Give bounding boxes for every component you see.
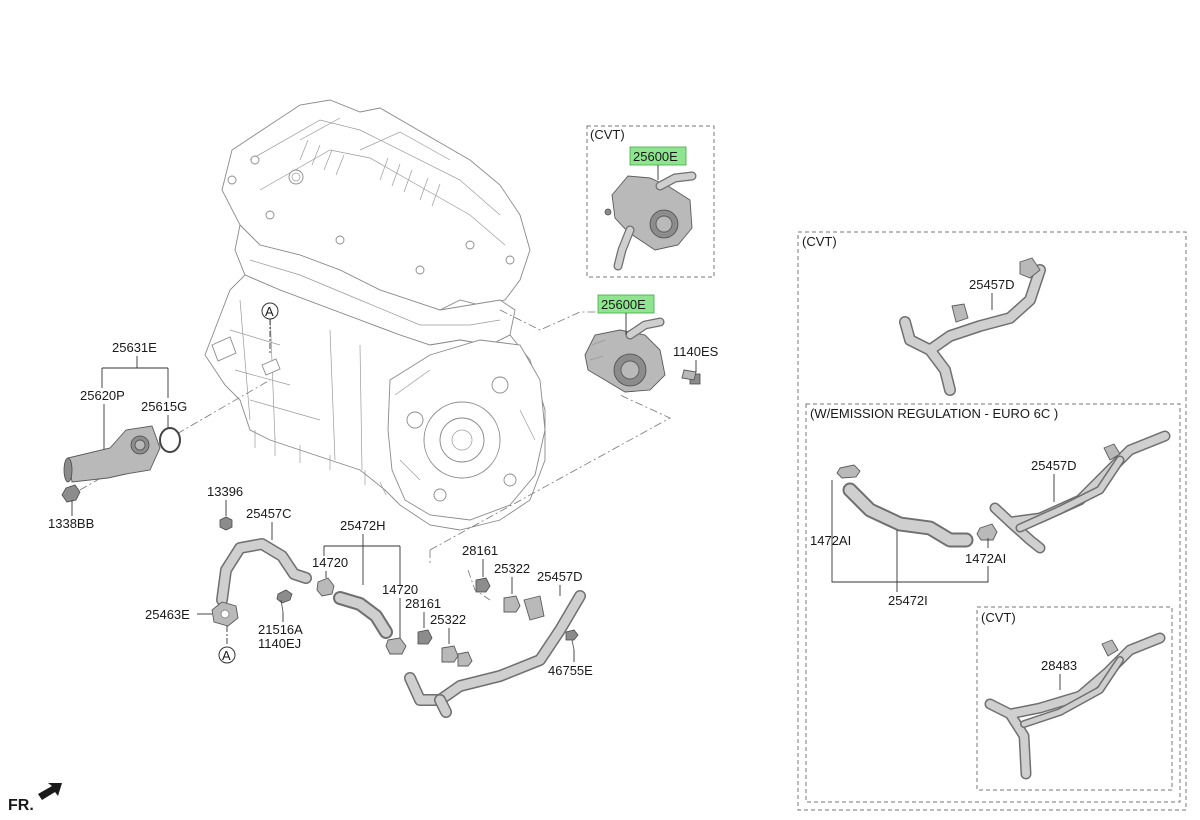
label-28483[interactable]: 28483 <box>1041 658 1077 673</box>
label-46755E[interactable]: 46755E <box>548 663 593 678</box>
thermostat-housing-illustration <box>61 425 181 503</box>
label-25463E[interactable]: 25463E <box>145 607 190 622</box>
hose-25472H-illustration <box>333 591 393 639</box>
bracket-25631E <box>101 356 169 398</box>
label-25457D-euro[interactable]: 25457D <box>1031 458 1077 473</box>
clamp-14720-b-illustration <box>385 637 407 655</box>
engine-block-illustration <box>204 99 546 531</box>
bolt-46755E-illustration <box>565 629 579 651</box>
label-1472AI-b[interactable]: 1472AI <box>965 551 1006 566</box>
svg-text:25600E: 25600E <box>633 149 678 164</box>
label-1140ES[interactable]: 1140ES <box>673 344 719 359</box>
label-14720-a[interactable]: 14720 <box>312 555 348 570</box>
label-25615G[interactable]: 25615G <box>141 399 187 414</box>
front-orientation-indicator: FR. <box>8 783 62 814</box>
cvt-top-box <box>586 125 715 278</box>
front-label: FR. <box>8 797 34 814</box>
reference-a-bottom[interactable]: A <box>218 646 236 664</box>
label-25631E[interactable]: 25631E <box>112 340 157 355</box>
plug-28161-a-illustration <box>475 577 491 593</box>
clamp-1472AI-a-illustration <box>836 464 861 479</box>
label-25457D-main[interactable]: 25457D <box>537 569 583 584</box>
label-28161-b[interactable]: 28161 <box>405 596 441 611</box>
bracket-25472H <box>323 534 401 585</box>
label-25620P[interactable]: 25620P <box>80 388 125 403</box>
euro6c-label: (W/EMISSION REGULATION - EURO 6C ) <box>810 406 1058 421</box>
label-1472AI-a[interactable]: 1472AI <box>810 533 851 548</box>
label-25600E-top[interactable]: 25600E <box>629 146 687 166</box>
euro6c-box <box>805 403 1181 803</box>
pipe-25457C-illustration <box>216 538 312 606</box>
label-25322-a[interactable]: 25322 <box>494 561 530 576</box>
cvt-right-label: (CVT) <box>802 234 837 249</box>
pipe-28483-illustration <box>984 632 1166 780</box>
label-14720-b[interactable]: 14720 <box>382 582 418 597</box>
bolt-21516A-illustration <box>276 589 293 613</box>
bolt-1140ES-illustration <box>681 369 701 385</box>
hose-25472I-illustration <box>842 482 974 548</box>
plug-25322-c-illustration <box>457 651 473 667</box>
label-25472H[interactable]: 25472H <box>340 518 386 533</box>
water-pump-illustration <box>584 317 666 393</box>
plug-25322-b-illustration <box>441 645 459 663</box>
centerline-bolts <box>467 569 491 601</box>
cvt-top-label: (CVT) <box>590 127 625 142</box>
label-21516A[interactable]: 21516A <box>258 622 303 637</box>
svg-text:A: A <box>265 304 274 319</box>
label-1140EJ[interactable]: 1140EJ <box>258 636 301 651</box>
clamp-14720-a-illustration <box>316 577 335 597</box>
label-25472I[interactable]: 25472I <box>888 593 928 608</box>
water-pump-cvt-illustration <box>604 171 697 271</box>
label-13396[interactable]: 13396 <box>207 484 243 499</box>
svg-text:25600E: 25600E <box>601 297 646 312</box>
clamp-1472AI-b-illustration <box>976 523 998 541</box>
label-1338BB[interactable]: 1338BB <box>48 516 94 531</box>
label-25457C[interactable]: 25457C <box>246 506 292 521</box>
pipe-25457D-main-illustration <box>404 590 586 718</box>
reference-a-top[interactable]: A <box>261 302 279 320</box>
label-25457D-cvt[interactable]: 25457D <box>969 277 1015 292</box>
label-25600E-mid[interactable]: 25600E <box>597 294 655 314</box>
cvt-inner-label: (CVT) <box>981 610 1016 625</box>
front-arrow-icon <box>38 783 62 800</box>
svg-text:A: A <box>222 648 231 663</box>
pipe-25457D-cvt-illustration <box>899 257 1046 396</box>
plug-28161-b-illustration <box>417 629 433 645</box>
label-28161-a[interactable]: 28161 <box>462 543 498 558</box>
label-25322-b[interactable]: 25322 <box>430 612 466 627</box>
pipe-25457D-euro-illustration <box>989 430 1171 554</box>
plug-25322-a-illustration <box>503 595 521 613</box>
bracket-25472I <box>831 480 989 592</box>
nut-13396-illustration <box>219 516 233 531</box>
